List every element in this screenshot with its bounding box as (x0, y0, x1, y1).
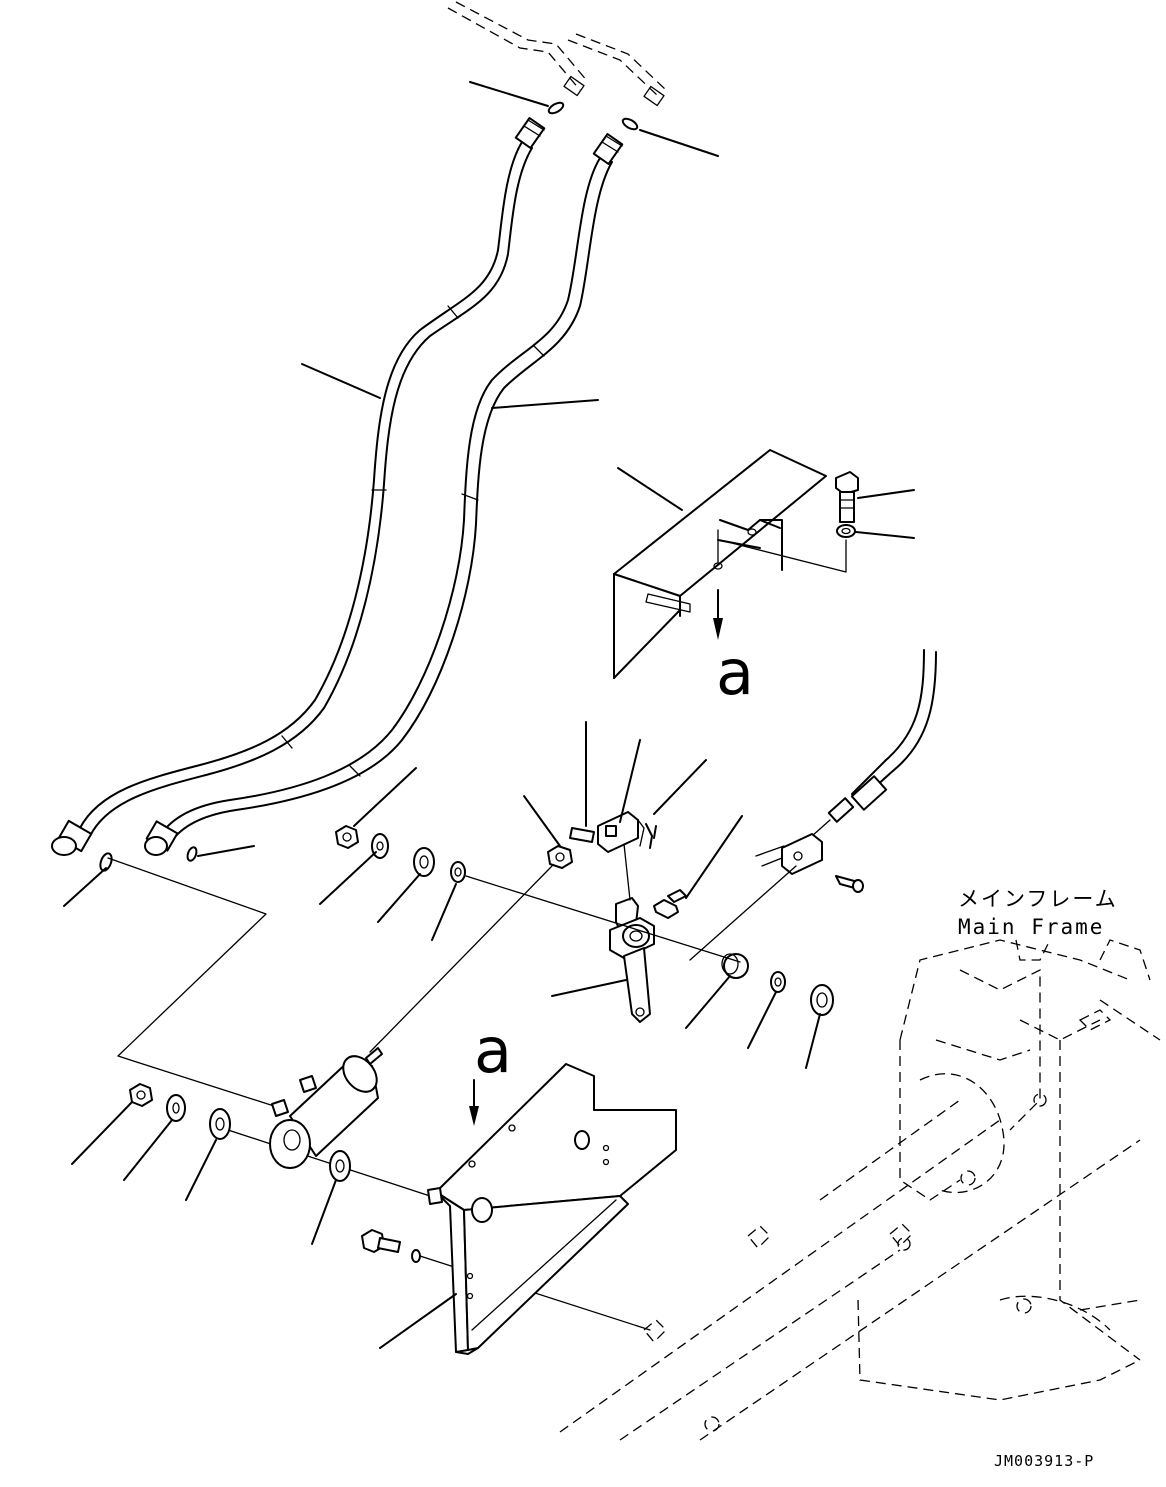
nut-lower-row (129, 1083, 153, 1107)
hose-right (144, 133, 624, 856)
o-ring-top-left (547, 101, 565, 115)
control-cable (811, 649, 937, 837)
assembly-axis-line-5 (227, 1129, 431, 1197)
drawing-code: JM003913-P (994, 1452, 1094, 1470)
arrow-ref-a-lower (469, 1079, 479, 1126)
washer-right-small (770, 971, 786, 993)
clevis-right (755, 833, 823, 875)
assembly-axis-line-1 (465, 875, 741, 963)
washer-lower-row-2 (209, 1108, 231, 1140)
assembly-axis-line-4 (689, 865, 797, 961)
cotter-pin (645, 823, 657, 849)
hose-left-top-fitting (514, 117, 546, 149)
nut-lever (547, 845, 573, 869)
main-frame-label-jp: メインフレーム (958, 887, 1118, 911)
assembly-axis-line-3 (369, 865, 553, 1053)
hose-left-elbow-fitting (51, 819, 93, 856)
hose-left (51, 117, 546, 856)
cylinder (269, 1047, 383, 1169)
bolt-to-cover-line (719, 539, 847, 573)
pin-right (835, 875, 864, 893)
ref-label-a-lower: a (474, 1014, 512, 1087)
bolt-cover (835, 471, 859, 523)
o-ring-right-elbow (186, 846, 198, 862)
bolt-lower-bracket (361, 1229, 401, 1253)
assembly-axis-line-2 (107, 857, 275, 1107)
washer-upper-row-3 (450, 861, 466, 883)
nut-right (810, 984, 834, 1016)
ref-label-a-upper: a (716, 636, 754, 709)
top-pipe-connections (447, 1, 667, 107)
main-frame-label-en: Main Frame (958, 915, 1104, 939)
washer-lower-row-3 (329, 1150, 351, 1182)
spring-pin (569, 827, 595, 843)
nut-upper-row (335, 825, 359, 849)
bushing (721, 953, 749, 979)
o-ring-top-right (621, 117, 639, 131)
main-frame (559, 939, 1161, 1441)
washer-lower-row-1 (166, 1094, 186, 1122)
hose-right-elbow-fitting (144, 820, 179, 856)
arrow-ref-a-upper (713, 589, 723, 640)
washer-lower-bracket (411, 1249, 421, 1263)
leader-lines (63, 81, 915, 1349)
lower-bracket (427, 1063, 677, 1355)
clevis-small (597, 811, 645, 853)
grease-fitting (653, 889, 687, 919)
cover-plate (613, 449, 827, 679)
washer-cover (836, 524, 856, 538)
hose-right-top-fitting (592, 133, 624, 165)
lever-arm (609, 843, 655, 1023)
washer-upper-row-2 (413, 847, 435, 877)
